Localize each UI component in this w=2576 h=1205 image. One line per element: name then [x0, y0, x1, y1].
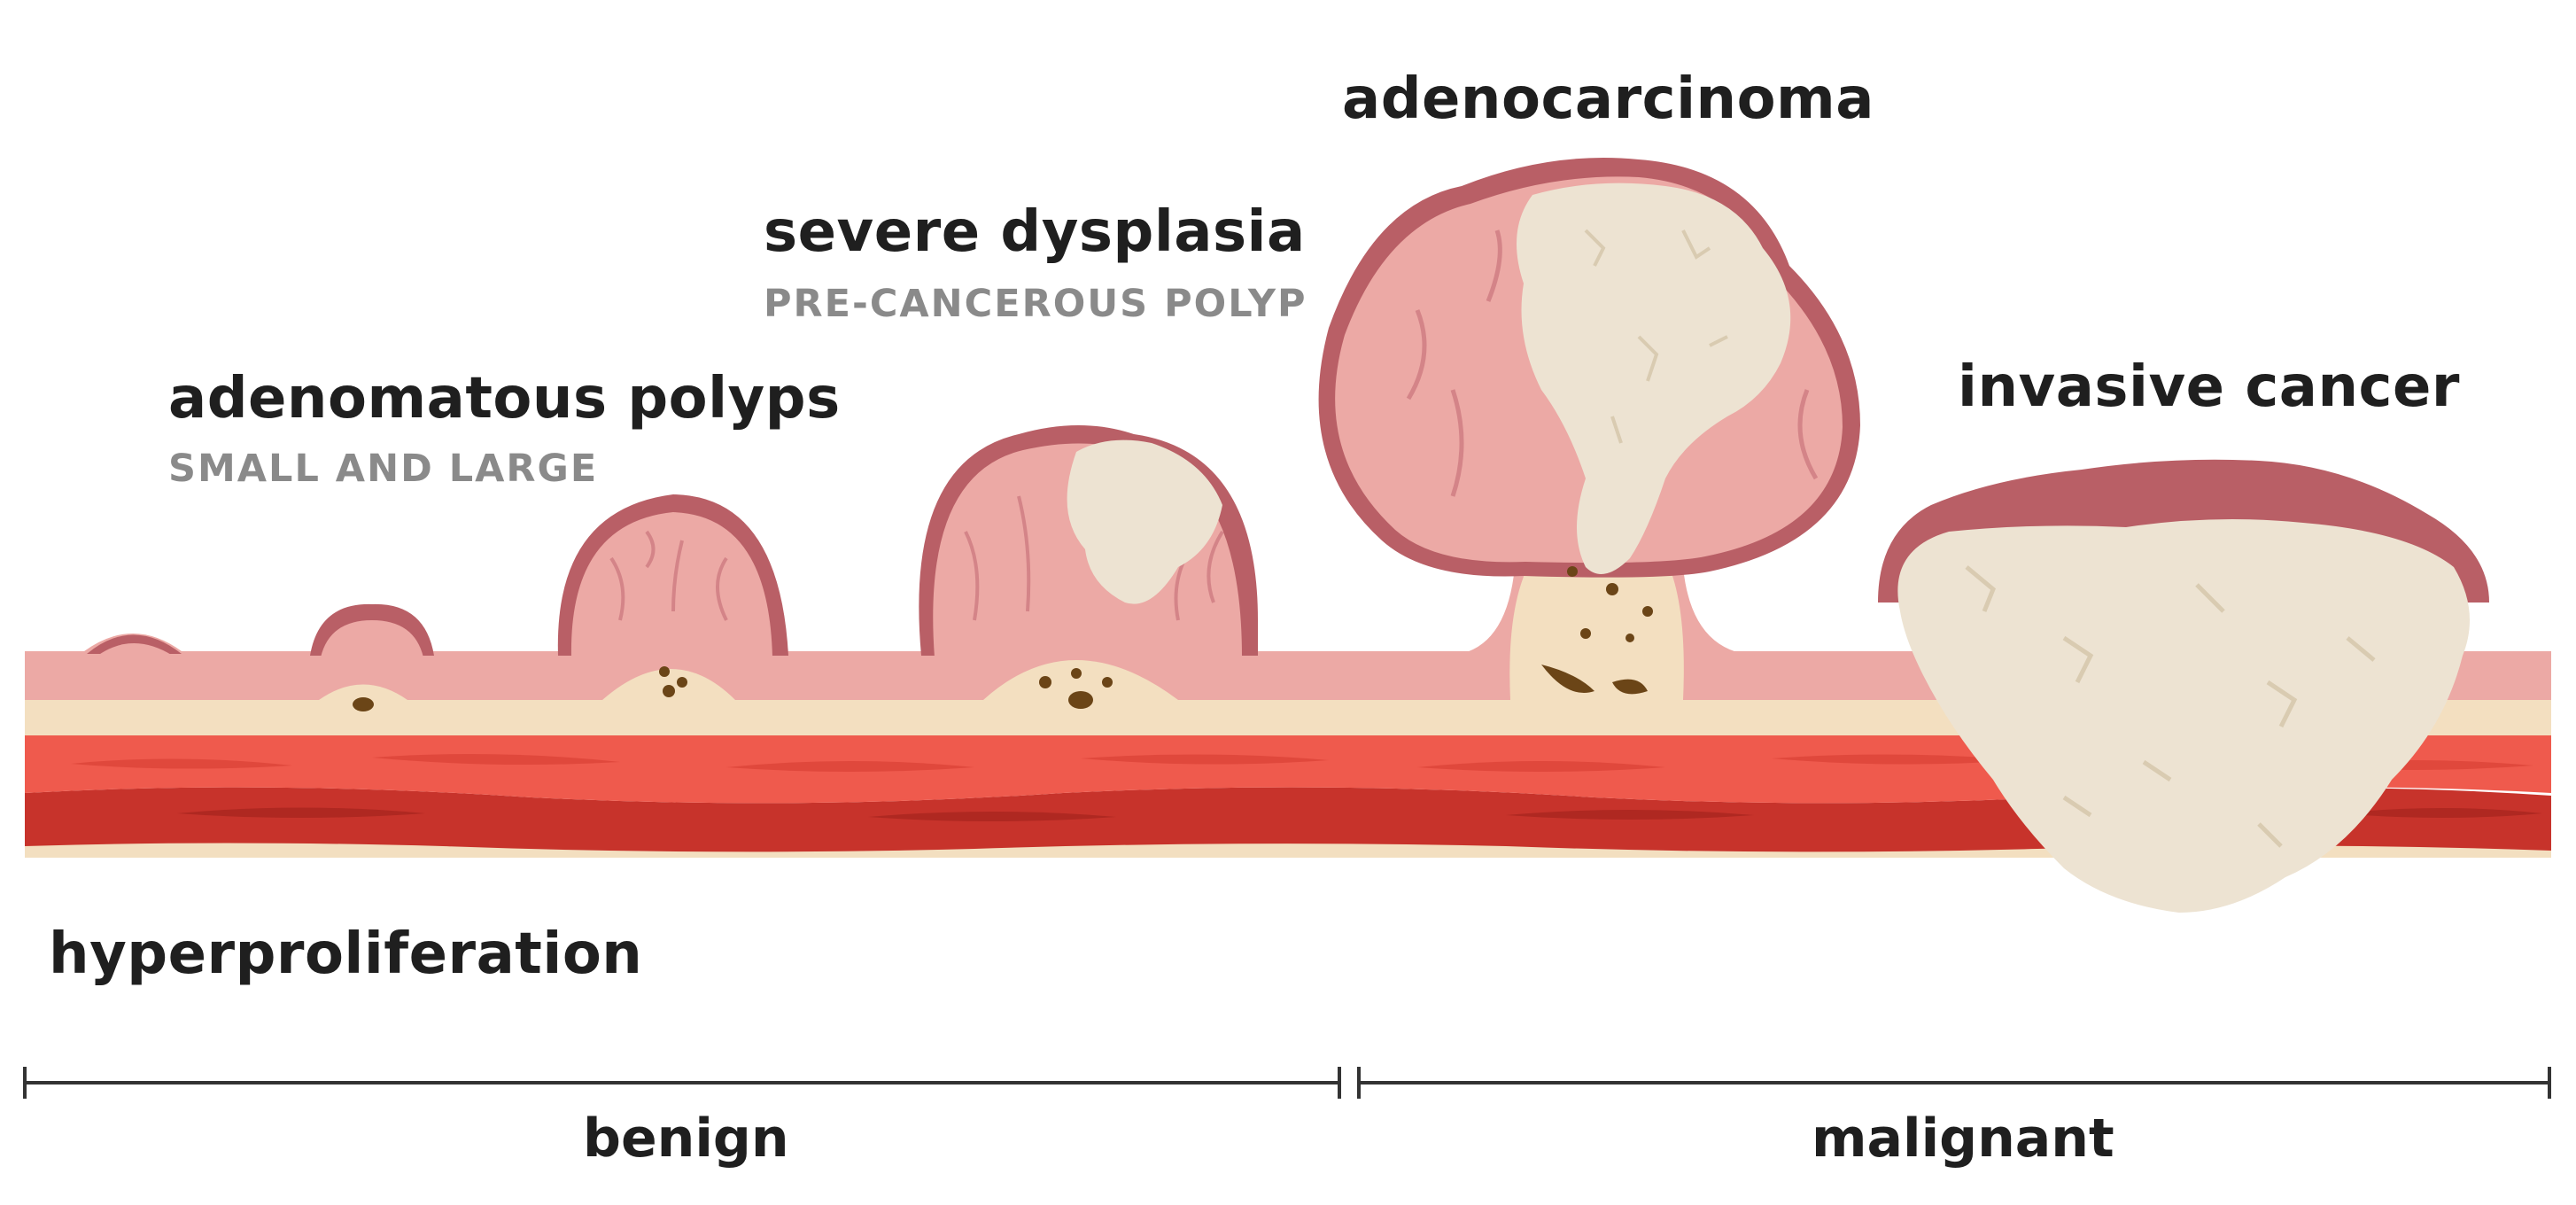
invasive-tumor [1897, 519, 2470, 913]
gland-dots [353, 566, 1653, 711]
tiny-polyp-1-inner [97, 643, 173, 656]
large-polyp-folds [609, 530, 728, 621]
adenocarcinoma-folds [1406, 229, 1819, 497]
adenocarcinoma-stalk-core [1509, 558, 1684, 700]
muscle-fibers [71, 754, 2542, 821]
adenomatous-core-large [602, 669, 735, 700]
pre-cancerous-polyp-label: PRE-CANCEROUS POLYP [764, 282, 1307, 326]
severe-dysplasia-label: severe dysplasia [764, 199, 1306, 265]
benign-label: benign [583, 1108, 789, 1170]
adenomatous-polyps-label: adenomatous polyps [168, 366, 841, 431]
adenocarcinoma-label: adenocarcinoma [1342, 66, 1874, 132]
polyp-stalks [84, 558, 1763, 700]
muscle-light-layer [25, 735, 2551, 804]
muscle-dark-layer [25, 787, 2551, 852]
scale-bars [23, 1067, 2551, 1099]
invasive-cancer-label: invasive cancer [1958, 354, 2460, 420]
malignant-label: malignant [1812, 1108, 2114, 1170]
adenomatous-core-small [319, 684, 407, 700]
tumor-cracks-adeno [1584, 229, 1728, 444]
hyperproliferation-label: hyperproliferation [49, 921, 643, 987]
dysplasia-tumor [1067, 439, 1222, 604]
large-adenomatous-polyp-inner [570, 512, 772, 657]
dysplasia-core [983, 660, 1178, 700]
small-polyp-inner [321, 620, 423, 657]
adenocarcinoma-tumor [1517, 183, 1791, 574]
tumor-cracks-invasive [1965, 565, 2376, 848]
dysplasia-folds [964, 495, 1224, 621]
small-and-large-label: SMALL AND LARGE [168, 447, 599, 491]
polyps [87, 158, 2489, 913]
